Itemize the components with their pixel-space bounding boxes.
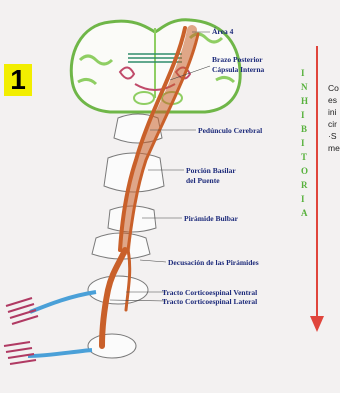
vertical-letter: N	[301, 82, 308, 92]
side-text-line: me	[328, 143, 340, 153]
muscle-upper	[6, 298, 38, 324]
vertical-letter: H	[301, 96, 308, 106]
label-capsula-interna: Cápsula Interna	[212, 65, 265, 74]
vertical-letter: B	[301, 124, 307, 134]
vertical-letter: I	[301, 194, 305, 204]
vertical-letter: A	[301, 208, 308, 218]
vertical-letter: R	[301, 180, 308, 190]
side-text-line: cir	[328, 119, 337, 129]
cervical-cord-section	[88, 276, 148, 304]
label-pedunculo-cerebral: Pedúnculo Cerebral	[198, 126, 262, 135]
label-piramide-bulbar: Pirámide Bulbar	[184, 214, 239, 223]
vertical-word-inhibitoria: I N H I B I T O R I A	[301, 68, 308, 218]
vertical-letter: I	[301, 110, 305, 120]
lumbar-cord-section	[88, 334, 136, 358]
side-text-line: ·S	[328, 131, 337, 141]
label-area-4: Área 4	[212, 26, 234, 36]
peripheral-nerves	[4, 292, 96, 364]
muscle-lower	[4, 342, 36, 364]
label-del-puente: del Puente	[186, 176, 220, 185]
side-text-line: Co	[328, 83, 339, 93]
label-tracto-ventral: Tracto Corticoespinal Ventral	[162, 288, 257, 297]
vertical-letter: I	[301, 68, 305, 78]
vertical-letter: T	[301, 152, 307, 162]
label-brazo-posterior: Brazo Posterior	[212, 55, 263, 64]
label-porcion-basilar: Porción Basilar	[186, 166, 236, 175]
side-text-fragment: Co es ini cir ·S me	[328, 83, 340, 153]
downward-arrow	[310, 46, 324, 332]
vertical-letter: I	[301, 138, 305, 148]
label-decusacion: Decusación de las Pirámides	[168, 258, 259, 267]
label-tracto-lateral: Tracto Corticoespinal Lateral	[162, 297, 257, 306]
vertical-letter: O	[301, 166, 308, 176]
side-text-line: ini	[328, 107, 337, 117]
side-text-line: es	[328, 95, 337, 105]
